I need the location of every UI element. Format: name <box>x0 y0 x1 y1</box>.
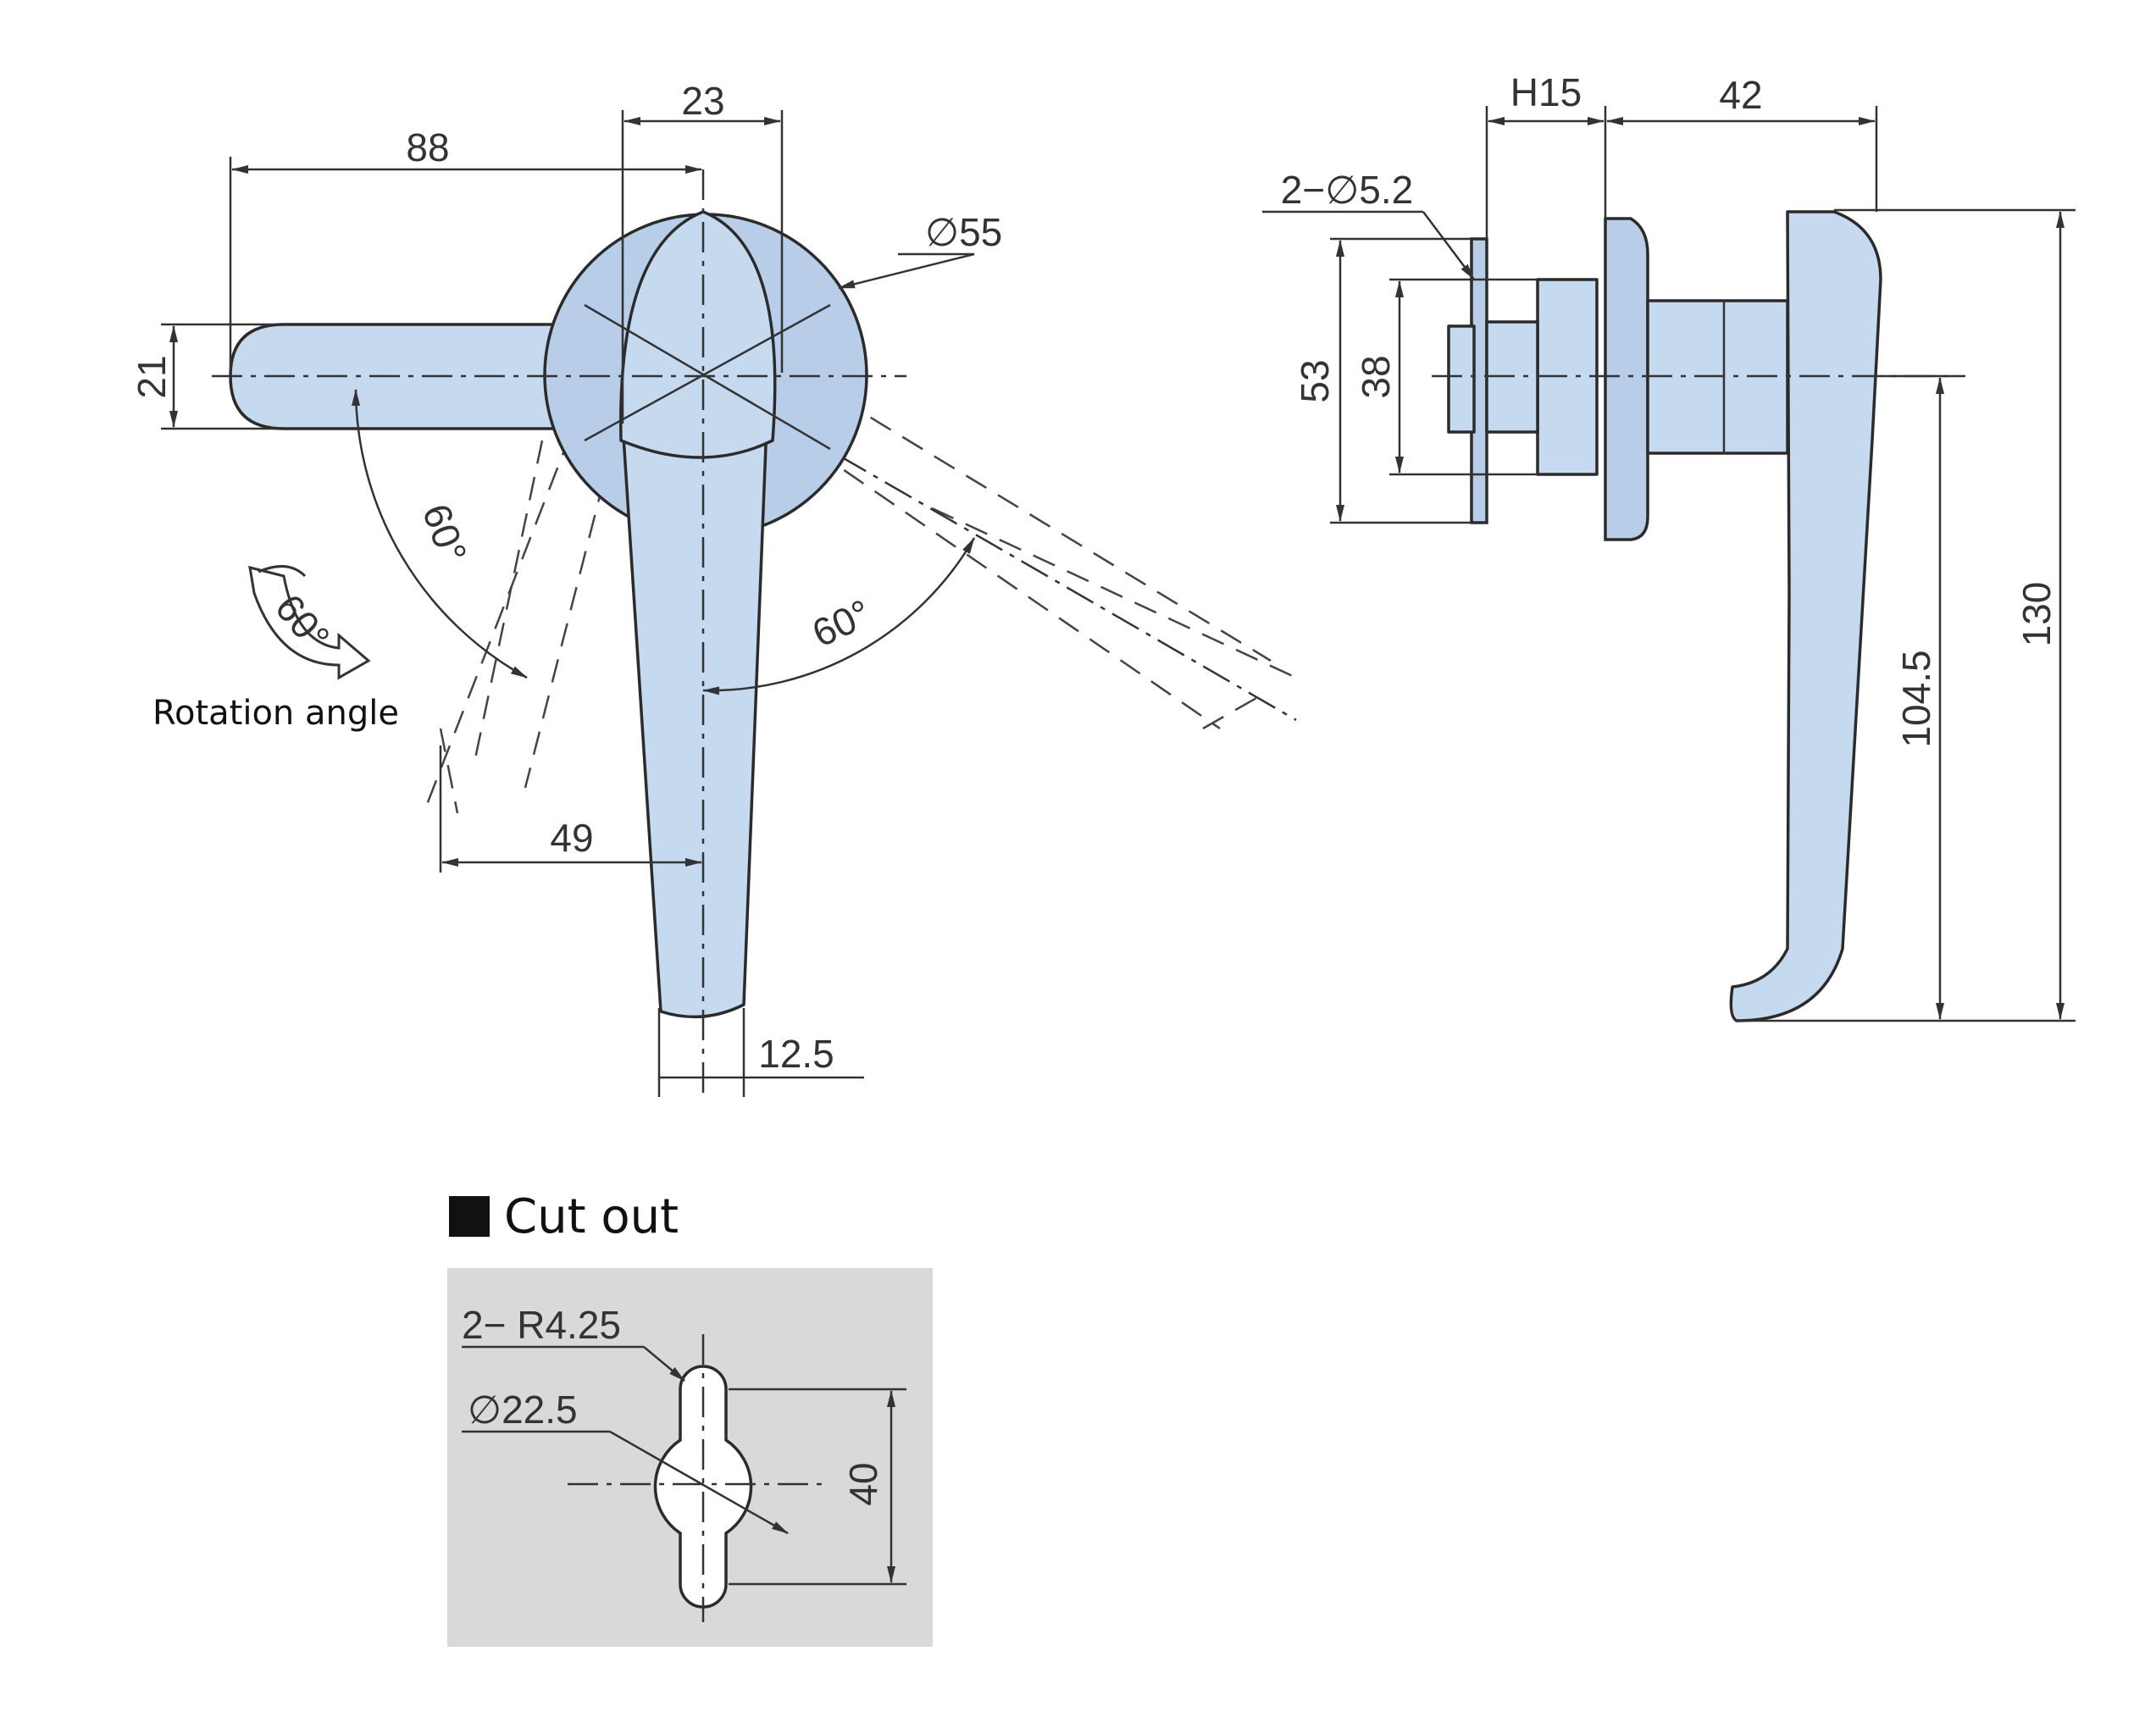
side-view: H15 42 2−∅5.2 53 38 130 104.5 <box>1262 70 2076 1022</box>
dim-104-5: 104.5 <box>1894 650 1938 747</box>
dim-holes-5-2: 2−∅5.2 <box>1281 168 1413 212</box>
dim-angle-60-right: 60° <box>806 590 878 656</box>
dim-88: 88 <box>406 125 449 169</box>
cutout-section: Cut out 2− R4.25 ∅22.5 40 <box>447 1189 933 1647</box>
stud <box>1447 324 1476 434</box>
dim-23: 23 <box>681 79 724 123</box>
dim-h15: H15 <box>1510 70 1582 114</box>
knob-dome <box>619 210 777 459</box>
dim-38: 38 <box>1354 355 1398 398</box>
dim-40: 40 <box>841 1462 885 1505</box>
flange <box>1604 217 1649 541</box>
dim-53: 53 <box>1293 359 1337 402</box>
dim-diameter-22-5: ∅22.5 <box>468 1388 578 1432</box>
cutout-title: Cut out <box>504 1189 679 1244</box>
dim-12-5: 12.5 <box>758 1032 834 1076</box>
cutout-title-marker <box>449 1196 490 1237</box>
front-view: 88 23 ∅55 21 60° 60° 49 12.5 60° Rotatio… <box>130 79 1297 1097</box>
dim-angle-60-left: 60° <box>414 498 476 568</box>
vertical-handle <box>621 422 768 1019</box>
side-handle <box>1729 210 1882 1022</box>
keyhole-cutout <box>653 1365 753 1609</box>
dim-diameter-55: ∅55 <box>925 210 1002 254</box>
dim-42: 42 <box>1719 73 1762 117</box>
dim-49: 49 <box>550 816 593 860</box>
rotation-arrow-icon: 60° <box>248 565 371 680</box>
dim-21: 21 <box>130 355 174 398</box>
dim-radius-4-25: 2− R4.25 <box>462 1303 621 1347</box>
rotation-angle-label: Rotation angle <box>152 694 399 733</box>
dim-130: 130 <box>2015 582 2059 647</box>
